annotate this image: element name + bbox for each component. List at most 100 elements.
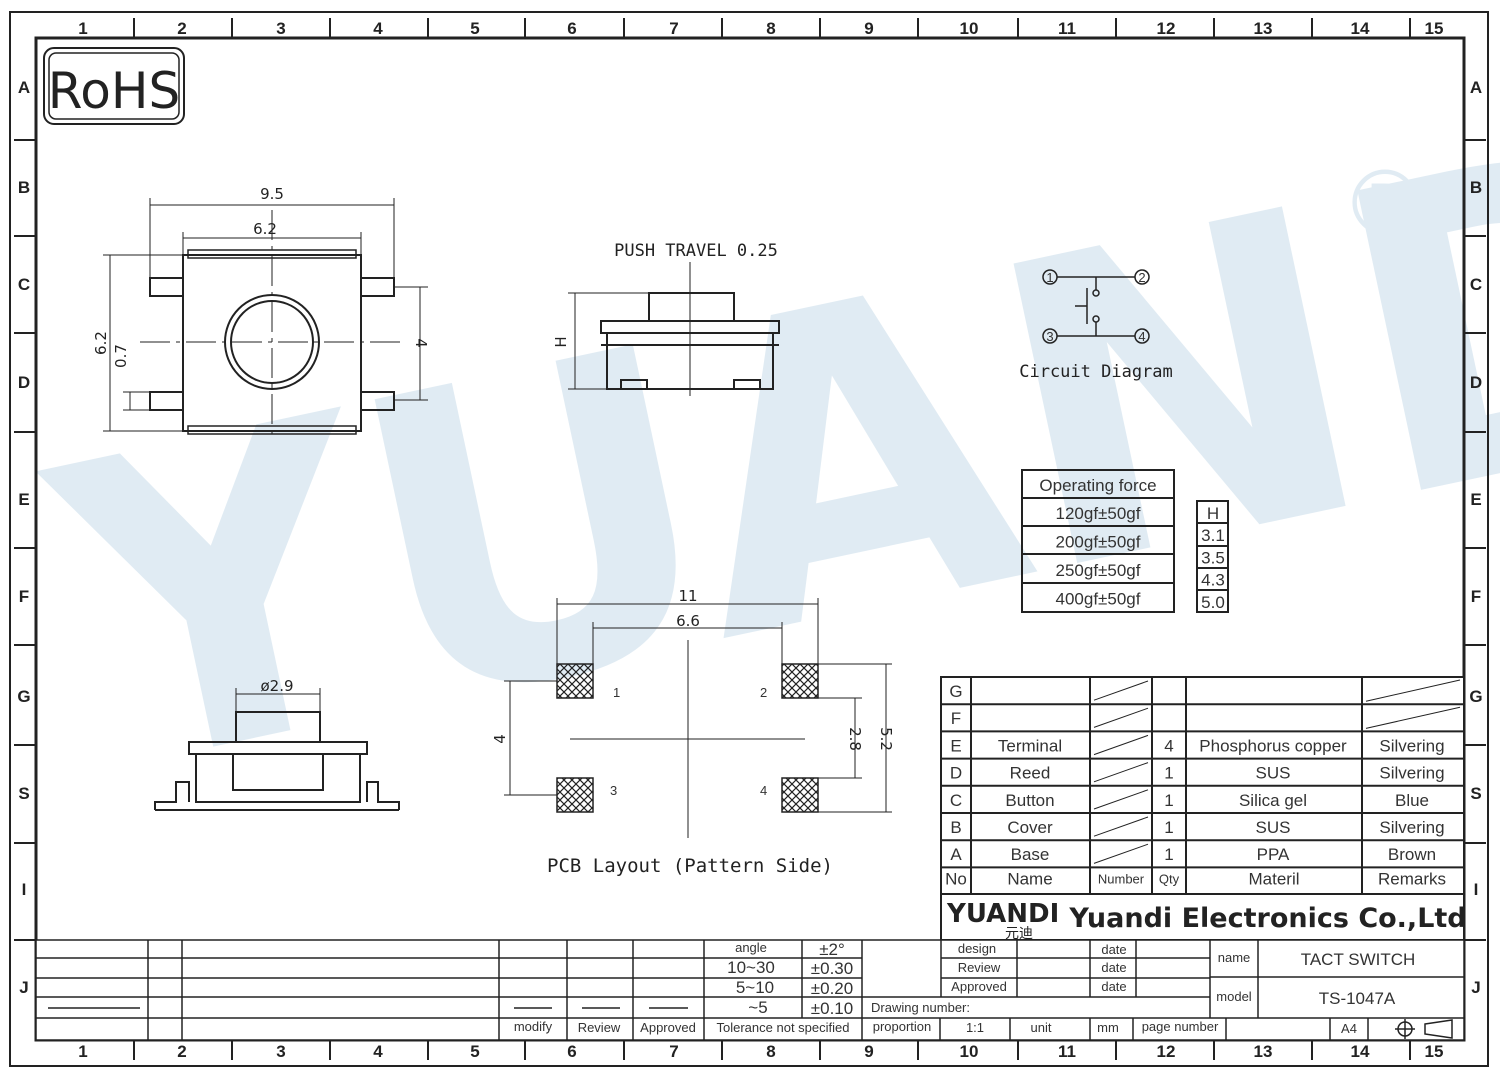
bom-header-number: Number	[1098, 871, 1145, 886]
company-brand: YUANDI	[946, 899, 1059, 929]
bom-remarks-E: Silvering	[1379, 736, 1444, 755]
side-view	[568, 262, 780, 396]
grid-col-top-3: 3	[276, 19, 285, 38]
grid-row-left-F: F	[19, 587, 29, 606]
grid-col-top-2: 2	[177, 19, 186, 38]
bom-no-C: C	[950, 791, 962, 810]
dim-pcb-width: 11	[678, 587, 697, 605]
dim-button-diameter: ø2.9	[260, 677, 293, 695]
tb-modify: modify	[514, 1019, 553, 1034]
grid-row-right-D: D	[1470, 373, 1482, 392]
circuit-pin-1: 1	[1046, 270, 1053, 285]
bom-remarks-B: Silvering	[1379, 818, 1444, 837]
grid-col-bottom-2: 2	[177, 1042, 186, 1061]
bom-qty-E: 4	[1164, 736, 1173, 755]
grid-row-right-F: F	[1471, 587, 1481, 606]
bom-no-A: A	[950, 845, 962, 864]
force-header: Operating force	[1039, 476, 1156, 495]
pcb-pin-4: 4	[760, 783, 767, 798]
tb-model-value: TS-1047A	[1319, 989, 1396, 1008]
circuit-pin-2: 2	[1138, 270, 1145, 285]
tb-review2: Review	[958, 960, 1001, 975]
grid-row-right-C: C	[1470, 275, 1482, 294]
grid-col-top-10: 10	[960, 19, 979, 38]
grid-col-top-5: 5	[470, 19, 479, 38]
bom-qty-C: 1	[1164, 791, 1173, 810]
top-view	[103, 198, 428, 440]
grid-row-right-A: A	[1470, 78, 1482, 97]
tol-t2: ±0.20	[811, 979, 853, 998]
bom-name-A: Base	[1011, 845, 1050, 864]
grid-col-bottom-7: 7	[669, 1042, 678, 1061]
tb-date-3: date	[1101, 979, 1126, 994]
bom-qty-B: 1	[1164, 818, 1173, 837]
svg-text:®: ®	[1340, 152, 1430, 257]
force-h-header: H	[1207, 504, 1219, 523]
grid-row-right-I: I	[1474, 880, 1479, 899]
force-row-2: 250gf±50gf	[1056, 561, 1141, 580]
bom-remarks-C: Blue	[1395, 791, 1429, 810]
grid-col-bottom-8: 8	[766, 1042, 775, 1061]
company-brand-cn: 元迪	[1005, 926, 1033, 942]
bom-material-E: Phosphorus copper	[1199, 736, 1347, 755]
grid-col-top-14: 14	[1351, 19, 1370, 38]
bom-material-B: SUS	[1256, 818, 1291, 837]
grid-col-top-15: 15	[1425, 19, 1444, 38]
pcb-title: PCB Layout (Pattern Side)	[547, 855, 833, 877]
bom-header-no: No	[945, 869, 967, 888]
grid-row-left-J: J	[19, 978, 28, 997]
grid-col-bottom-6: 6	[567, 1042, 576, 1061]
bom-no-B: B	[950, 818, 961, 837]
tol-t3: ±0.10	[811, 999, 853, 1018]
bom-no-D: D	[950, 764, 962, 783]
tol-angle-val: ±2°	[819, 940, 845, 959]
grid-row-right-J: J	[1471, 978, 1480, 997]
grid-col-top-6: 6	[567, 19, 576, 38]
circuit-pin-3: 3	[1046, 329, 1053, 344]
dim-pcb-inner: 6.6	[676, 612, 700, 630]
outer-border	[9, 11, 1489, 1067]
grid-col-bottom-11: 11	[1058, 1042, 1076, 1061]
bom-no-G: G	[949, 682, 962, 701]
grid-row-left-S: S	[18, 784, 29, 803]
dim-top-width: 9.5	[260, 185, 284, 203]
bom-name-B: Cover	[1007, 818, 1053, 837]
pcb-layout	[504, 598, 892, 838]
tb-paper: A4	[1341, 1021, 1357, 1036]
tol-r3: ~5	[748, 998, 767, 1017]
dim-pcb-r1: 2.8	[846, 727, 864, 751]
grid-ticks: 1122334455667788991010111112121313141415…	[14, 18, 1486, 1061]
tol-r2: 5~10	[736, 978, 774, 997]
tb-model-label: model	[1216, 989, 1252, 1004]
dim-top-right: 4	[412, 338, 430, 348]
tb-proportion: proportion	[873, 1019, 932, 1034]
grid-row-left-C: C	[18, 275, 30, 294]
dim-top-height: 6.2	[92, 331, 110, 355]
bom-remarks-A: Brown	[1388, 845, 1436, 864]
bom-table	[940, 676, 1465, 895]
grid-col-bottom-10: 10	[960, 1042, 979, 1061]
bom-remarks-D: Silvering	[1379, 764, 1444, 783]
bom-name-C: Button	[1005, 791, 1054, 810]
grid-col-top-8: 8	[766, 19, 775, 38]
tb-name-value: TACT SWITCH	[1301, 950, 1416, 969]
grid-col-bottom-3: 3	[276, 1042, 285, 1061]
grid-col-top-9: 9	[864, 19, 873, 38]
pcb-pin-3: 3	[610, 783, 617, 798]
tb-page-number: page number	[1142, 1019, 1219, 1034]
grid-row-left-E: E	[18, 490, 29, 509]
dim-h: H	[552, 336, 570, 347]
tol-r1: 10~30	[727, 958, 775, 977]
grid-col-bottom-4: 4	[373, 1042, 383, 1061]
grid-row-left-B: B	[18, 178, 30, 197]
grid-row-right-G: G	[1469, 687, 1482, 706]
title-block	[35, 939, 1465, 1041]
tb-scale: 1:1	[966, 1020, 984, 1035]
grid-row-left-I: I	[22, 880, 27, 899]
grid-col-top-1: 1	[78, 19, 87, 38]
bom-no-E: E	[950, 736, 961, 755]
tb-review: Review	[578, 1020, 621, 1035]
tb-tolerance-note: Tolerance not specified	[717, 1020, 850, 1035]
grid-row-left-G: G	[17, 687, 30, 706]
